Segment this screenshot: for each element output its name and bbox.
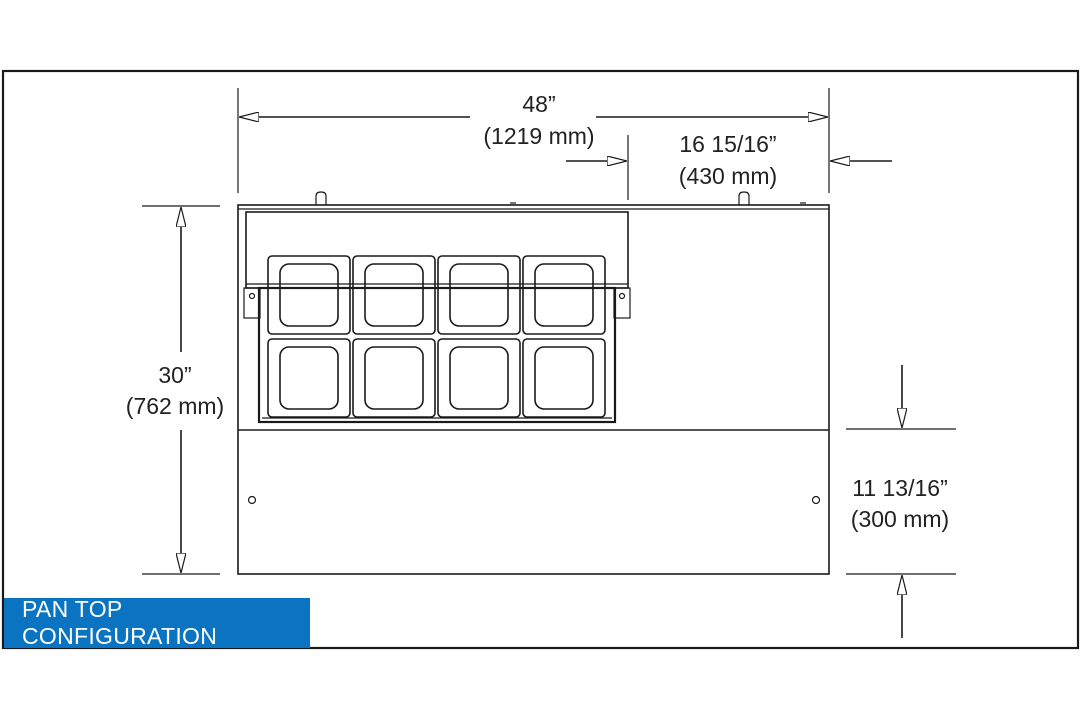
overall-width-dimension: 48” (1219 mm)	[237, 88, 830, 193]
unit-body	[237, 191, 830, 575]
pan	[522, 255, 606, 335]
pan	[267, 255, 351, 335]
overall-width-imperial: 48”	[522, 91, 555, 117]
configuration-label: PAN TOP CONFIGURATION	[4, 596, 310, 649]
pan	[352, 255, 436, 335]
lower-height-metric: (300 mm)	[851, 506, 949, 532]
overall-height-dimension: 30” (762 mm)	[126, 205, 224, 575]
lower-height-imperial: 11 13/16”	[852, 475, 947, 501]
overall-height-metric: (762 mm)	[126, 393, 224, 419]
pan	[437, 338, 521, 418]
pan-grid	[267, 255, 606, 418]
outer-border	[1, 69, 1080, 650]
pan	[352, 338, 436, 418]
pan-rail	[243, 211, 631, 424]
lower-height-dimension: 11 13/16” (300 mm)	[846, 365, 956, 638]
pan	[437, 255, 521, 335]
pan	[267, 338, 351, 418]
side-width-imperial: 16 15/16”	[679, 131, 776, 157]
overall-height-imperial: 30”	[158, 362, 191, 388]
overall-width-metric: (1219 mm)	[483, 123, 594, 149]
pan	[522, 338, 606, 418]
side-width-dimension: 16 15/16” (430 mm)	[566, 131, 892, 200]
side-width-metric: (430 mm)	[679, 163, 777, 189]
